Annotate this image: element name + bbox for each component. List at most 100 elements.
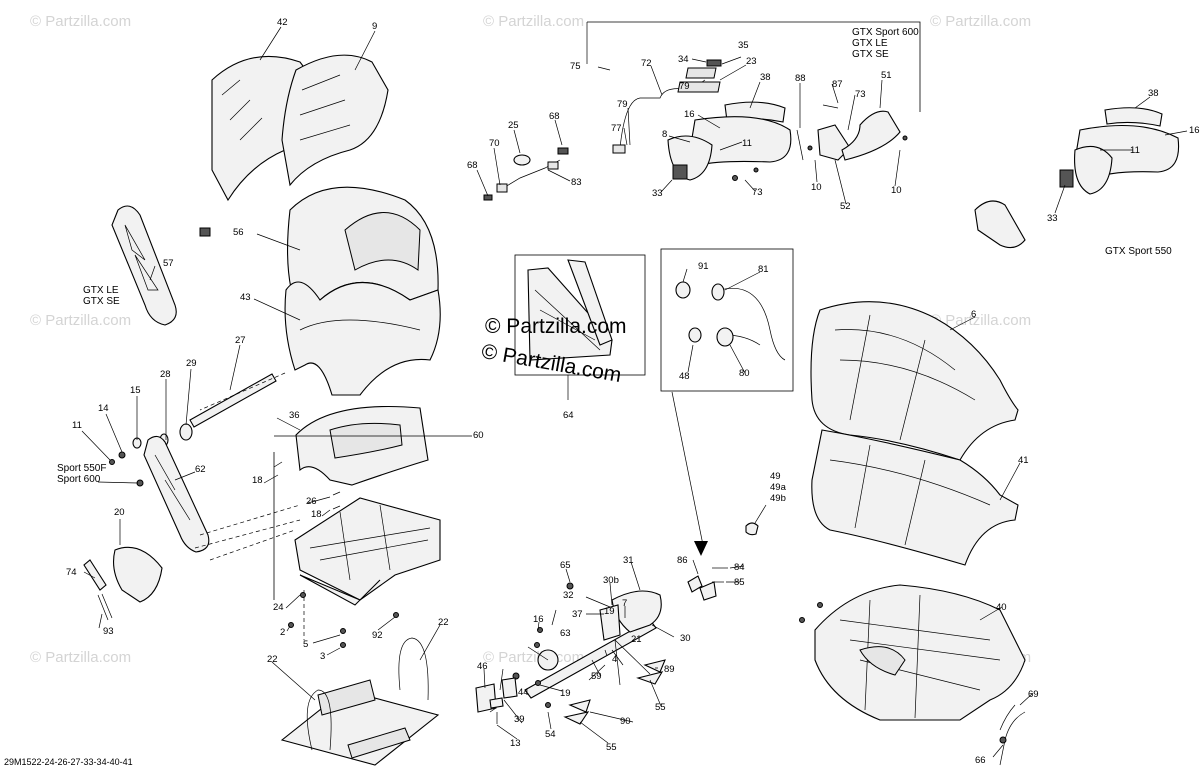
callout-43: 43 [240,292,251,303]
callout-34: 34 [678,54,689,65]
part-11-screw [109,459,115,465]
callout-21: 21 [631,634,642,645]
detail-box-64 [514,254,646,400]
part-grip-cover [974,200,1026,249]
watermark: © Partzilla.com [30,649,131,666]
part-41-seat-foam [811,429,1019,566]
seat-cushions [745,301,1019,566]
watermark: © Partzilla.com [930,312,1031,329]
part-89-clip [643,659,666,673]
callout-8: 8 [662,129,667,140]
callout-29: 29 [186,358,197,369]
callout-13: 13 [510,738,521,749]
callout-73: 73 [855,89,866,100]
callout-77: 77 [611,123,622,134]
part-43-backrest-shell [284,281,441,396]
callout-10: 10 [891,185,902,196]
model-label: GTX LE [83,285,119,296]
model-label: Sport 550F [57,463,106,474]
callout-35: 35 [738,40,749,51]
model-label: GTX Sport 600 [852,27,919,38]
callout-52: 52 [840,201,851,212]
callout-55: 55 [655,702,666,713]
callout-79: 79 [617,99,628,110]
callout-90: 90 [620,716,631,727]
callout-33: 33 [1047,213,1058,224]
callout-25: 25 [508,120,519,131]
callout-54: 54 [545,729,556,740]
callout-72: 72 [641,58,652,69]
part-14-bolt [118,451,126,459]
callout-18: 18 [311,509,322,520]
callout-55: 55 [606,742,617,753]
callout-15: 15 [130,385,141,396]
backrest-covers [211,54,389,202]
arrow-86 [694,541,708,556]
callout-48: 48 [679,371,690,382]
watermark: © Partzilla.com [483,649,584,666]
part-64-kit [527,267,613,361]
callout-57: 57 [163,258,174,269]
callout-28: 28 [160,369,171,380]
callout-36: 36 [289,410,300,421]
callout-44: 44 [518,687,529,698]
callout-75: 75 [570,61,581,72]
part-62-bracket [143,435,210,553]
callout-83: 83 [571,177,582,188]
callout-18: 18 [252,475,263,486]
part-74-grip [83,559,107,591]
callout-38: 38 [1148,88,1159,99]
part-90-clip [568,699,591,713]
callout-81: 81 [758,264,769,275]
part-rod [524,619,657,699]
callout-68: 68 [467,160,478,171]
model-label: GTX SE [852,49,889,60]
part-40-base [814,584,1026,721]
callout-73: 73 [752,187,763,198]
part-handle-cover [1074,145,1113,195]
right-handle-550 [974,107,1180,249]
callout-16: 16 [1189,125,1200,136]
part-handle [689,116,792,166]
part-38-heater [1104,107,1163,127]
callout-79: 79 [679,81,690,92]
part-9-cover [281,54,389,187]
callout-51: 51 [881,70,892,81]
leader-lines [81,26,1188,758]
callout-39: 39 [514,714,525,725]
callout-88: 88 [795,73,806,84]
callout-3: 3 [320,651,325,662]
left-bracket-57 [111,205,211,326]
callout-11: 11 [72,420,82,431]
callout-24: 24 [273,602,284,613]
callout-23: 23 [746,56,757,67]
callout-87: 87 [832,79,843,90]
seat-frame-group [194,372,472,648]
callout-70: 70 [489,138,500,149]
callout-9: 9 [372,21,377,32]
callout-30b: 30b [603,575,619,586]
callout-91: 91 [698,261,709,272]
callout-49: 49 [770,471,781,482]
callout-5: 5 [303,639,308,650]
model-labels: GTX Sport 600 GTX LE GTX SE GTX LE GTX S… [57,27,1172,485]
callout-33: 33 [652,188,663,199]
callout-85: 85 [734,577,745,588]
model-label: GTX SE [83,296,120,307]
callout-10: 10 [811,182,822,193]
callout-19: 19 [560,688,571,699]
watermark-center-1: © Partzilla.com [485,315,627,338]
callout-31: 31 [623,555,634,566]
part-29-washer [179,423,193,441]
callout-60: 60 [473,430,484,441]
callout-84: 84 [734,562,745,573]
part-33-switch [672,164,688,180]
callout-labels: 42 9 56 43 57 27 28 29 15 14 11 62 20 74… [66,17,1200,766]
callout-14: 14 [98,403,109,414]
callout-56: 56 [233,227,244,238]
part-frame [294,497,441,601]
callout-62: 62 [195,464,206,475]
callout-92: 92 [372,630,383,641]
part-33-switch [1059,169,1074,188]
part-small-clip [199,227,211,237]
